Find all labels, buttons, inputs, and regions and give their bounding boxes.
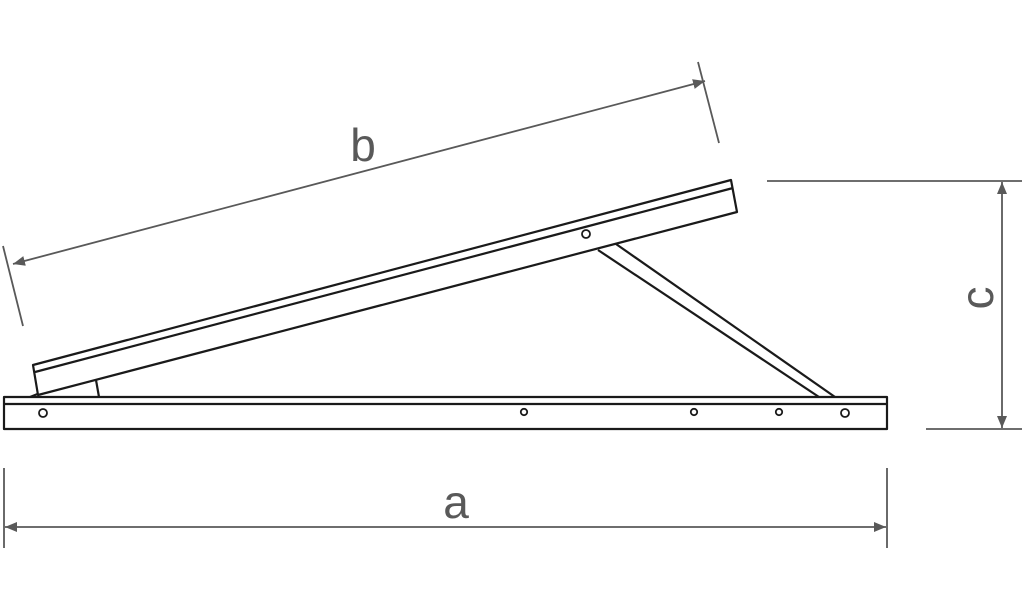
bolt — [774, 407, 784, 417]
frame-structure — [2, 178, 889, 431]
base-rail — [2, 395, 889, 431]
extension-line — [697, 61, 720, 144]
dimension-b — [2, 61, 720, 327]
extension-line — [2, 245, 24, 327]
dimension-label-a: a — [443, 476, 469, 528]
bolt — [38, 408, 48, 418]
support-strut — [597, 243, 836, 398]
bolt — [519, 407, 529, 417]
dimension-c — [767, 180, 1022, 430]
dimension-a — [3, 468, 888, 548]
bolts — [38, 229, 850, 418]
bolt — [581, 229, 591, 239]
bolt — [840, 408, 850, 418]
bolt — [689, 407, 699, 417]
dimension-line — [12, 79, 706, 266]
dimension-label-c: c — [951, 287, 1003, 310]
tilted-rail — [31, 178, 739, 397]
dimension-label-b: b — [350, 119, 376, 171]
